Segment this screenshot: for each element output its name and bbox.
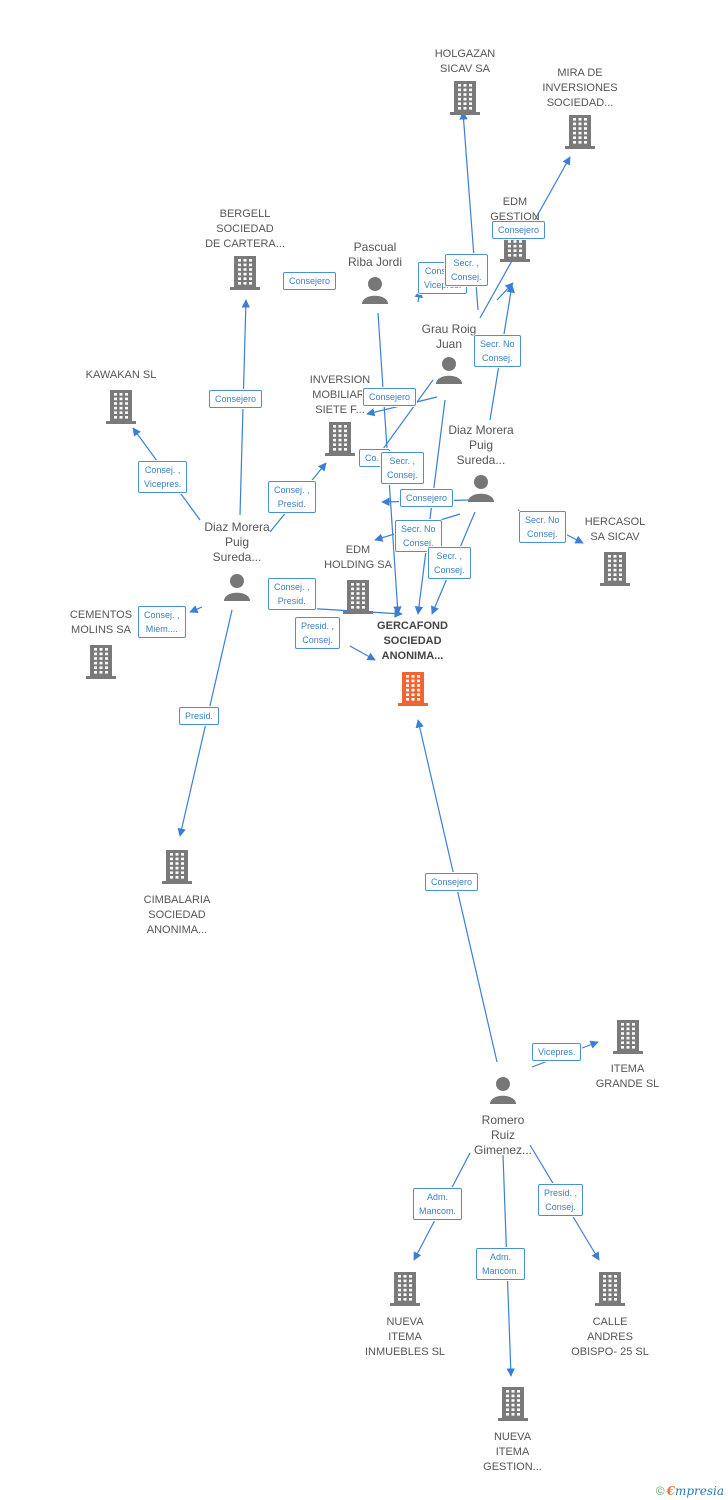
edge-label[interactable]: Consej. , Miem.... [138, 606, 186, 638]
building-icon [410, 79, 520, 120]
person-icon [330, 276, 420, 309]
company-node-bergell[interactable]: BERGELL SOCIEDAD DE CARTERA... [190, 207, 300, 295]
company-node-inversion[interactable]: INVERSION MOBILIARI SIETE F... [290, 373, 390, 461]
building-icon-focus [360, 670, 465, 711]
node-label: Romero Ruiz Gimenez... [473, 1113, 533, 1157]
node-label: Grau Roig Juan [421, 322, 477, 351]
company-node-hercasol[interactable]: HERCASOL SA SICAV [570, 515, 660, 591]
relationship-edge [414, 399, 446, 615]
edge-label[interactable]: Consejero [400, 489, 454, 507]
person-node-diaz-left[interactable]: Diaz Morera Puig Sureda... [192, 520, 282, 606]
person-node-diaz-right[interactable]: Diaz Morera Puig Sureda... [436, 423, 526, 507]
edge-label[interactable]: Consej. , Presid. [268, 481, 316, 513]
company-node-itema[interactable]: ITEMA GRANDE SL [580, 1016, 675, 1092]
edge-label[interactable]: Consejero [425, 873, 479, 891]
building-icon [290, 420, 390, 461]
node-label-focus: GERCAFOND SOCIEDAD ANONIMA... [377, 620, 448, 662]
person-icon [436, 474, 526, 507]
building-icon [350, 1270, 460, 1311]
building-icon [580, 1018, 675, 1059]
edge-label[interactable]: Secr. No Consej. [474, 335, 521, 367]
footer-brand[interactable]: ©€mpresia [656, 1484, 724, 1498]
building-icon [525, 113, 635, 154]
node-label: Pascual Riba Jordi [347, 240, 403, 269]
company-node-nueva-gestion[interactable]: NUEVA ITEMA GESTION... [460, 1383, 565, 1475]
edge-label[interactable]: Consej. , Vicepres. [138, 461, 188, 493]
node-label: CEMENTOS MOLINS SA [69, 609, 133, 636]
edge-label[interactable]: Consej. , Presid. [268, 578, 316, 610]
company-node-mira[interactable]: MIRA DE INVERSIONES SOCIEDAD... [525, 66, 635, 154]
person-node-pascual[interactable]: Pascual Riba Jordi [330, 240, 420, 309]
node-label: Diaz Morera Puig Sureda... [204, 520, 270, 564]
node-label: CIMBALARIA SOCIEDAD ANONIMA... [143, 894, 211, 936]
edge-label[interactable]: Secr. , Consej. [381, 452, 424, 484]
building-icon [66, 388, 176, 429]
brand-logo: €mpresia [666, 1484, 724, 1498]
relationship-edge [189, 605, 203, 613]
edge-label[interactable]: Consejero [492, 221, 546, 239]
company-node-cimbalaria[interactable]: CIMBALARIA SOCIEDAD ANONIMA... [122, 846, 232, 938]
edge-label[interactable]: Consejero [363, 388, 417, 406]
node-label: HOLGAZAN SICAV SA [434, 48, 496, 75]
copyright-symbol: © [655, 1484, 665, 1498]
edge-label[interactable]: Presid. [179, 707, 220, 725]
node-label: HERCASOL SA SICAV [584, 516, 646, 543]
edge-label[interactable]: Consejero [283, 272, 337, 290]
company-node-kawakan[interactable]: KAWAKAN SL [66, 368, 176, 429]
node-label: NUEVA ITEMA INMUEBLES SL [364, 1316, 446, 1358]
edge-label[interactable]: Consejero [209, 390, 263, 408]
node-label: INVERSION MOBILIARI SIETE F... [309, 374, 371, 416]
node-label: EDM HOLDING SA [324, 544, 392, 571]
node-label: NUEVA ITEMA GESTION... [483, 1431, 542, 1473]
node-label: Diaz Morera Puig Sureda... [448, 423, 514, 467]
company-node-cementos[interactable]: CEMENTOS MOLINS SA [56, 608, 146, 684]
company-node-nueva-inmuebles[interactable]: NUEVA ITEMA INMUEBLES SL [350, 1268, 460, 1360]
person-icon [192, 573, 282, 606]
node-label: KAWAKAN SL [85, 369, 157, 381]
company-node-holgazan[interactable]: HOLGAZAN SICAV SA [410, 47, 520, 120]
edge-label[interactable]: Vicepres. [532, 1043, 582, 1061]
building-icon [122, 848, 232, 889]
edge-label[interactable]: Secr. No Consej. [395, 520, 442, 552]
node-label: MIRA DE INVERSIONES SOCIEDAD... [542, 67, 618, 109]
relationship-edge [349, 645, 376, 661]
person-node-grau[interactable]: Grau Roig Juan [404, 322, 494, 389]
relationship-edge [374, 379, 434, 461]
person-node-romero[interactable]: Romero Ruiz Gimenez... [458, 1074, 548, 1158]
edge-label[interactable]: Secr. , Consej. [428, 547, 471, 579]
node-label: CALLE ANDRES OBISPO- 25 SL [571, 1316, 649, 1358]
node-label: BERGELL SOCIEDAD DE CARTERA... [205, 208, 285, 250]
person-icon [458, 1076, 548, 1109]
edge-label[interactable]: Secr. , Consej. [445, 254, 488, 286]
company-node-calle[interactable]: CALLE ANDRES OBISPO- 25 SL [555, 1268, 665, 1360]
building-icon [460, 1385, 565, 1426]
node-label: ITEMA GRANDE SL [595, 1063, 660, 1090]
person-icon [404, 356, 494, 389]
building-icon [56, 643, 146, 684]
edge-label[interactable]: Adm. Mancom. [413, 1188, 463, 1220]
building-icon [190, 254, 300, 295]
edge-label[interactable]: Adm. Mancom. [476, 1248, 526, 1280]
relationship-edge [415, 719, 498, 1063]
company-node-edm-holding[interactable]: EDM HOLDING SA [318, 543, 398, 619]
edge-label[interactable]: Presid. , Consej. [538, 1184, 584, 1216]
company-node-edm-gestion[interactable]: EDM GESTION S... [470, 195, 560, 267]
company-node-gercafond[interactable]: GERCAFOND SOCIEDAD ANONIMA... [360, 619, 465, 711]
edge-label[interactable]: Presid. , Consej. [295, 617, 341, 649]
building-icon [318, 578, 398, 619]
building-icon [570, 550, 660, 591]
edge-label[interactable]: Secr. No Consej. [519, 511, 566, 543]
building-icon [555, 1270, 665, 1311]
